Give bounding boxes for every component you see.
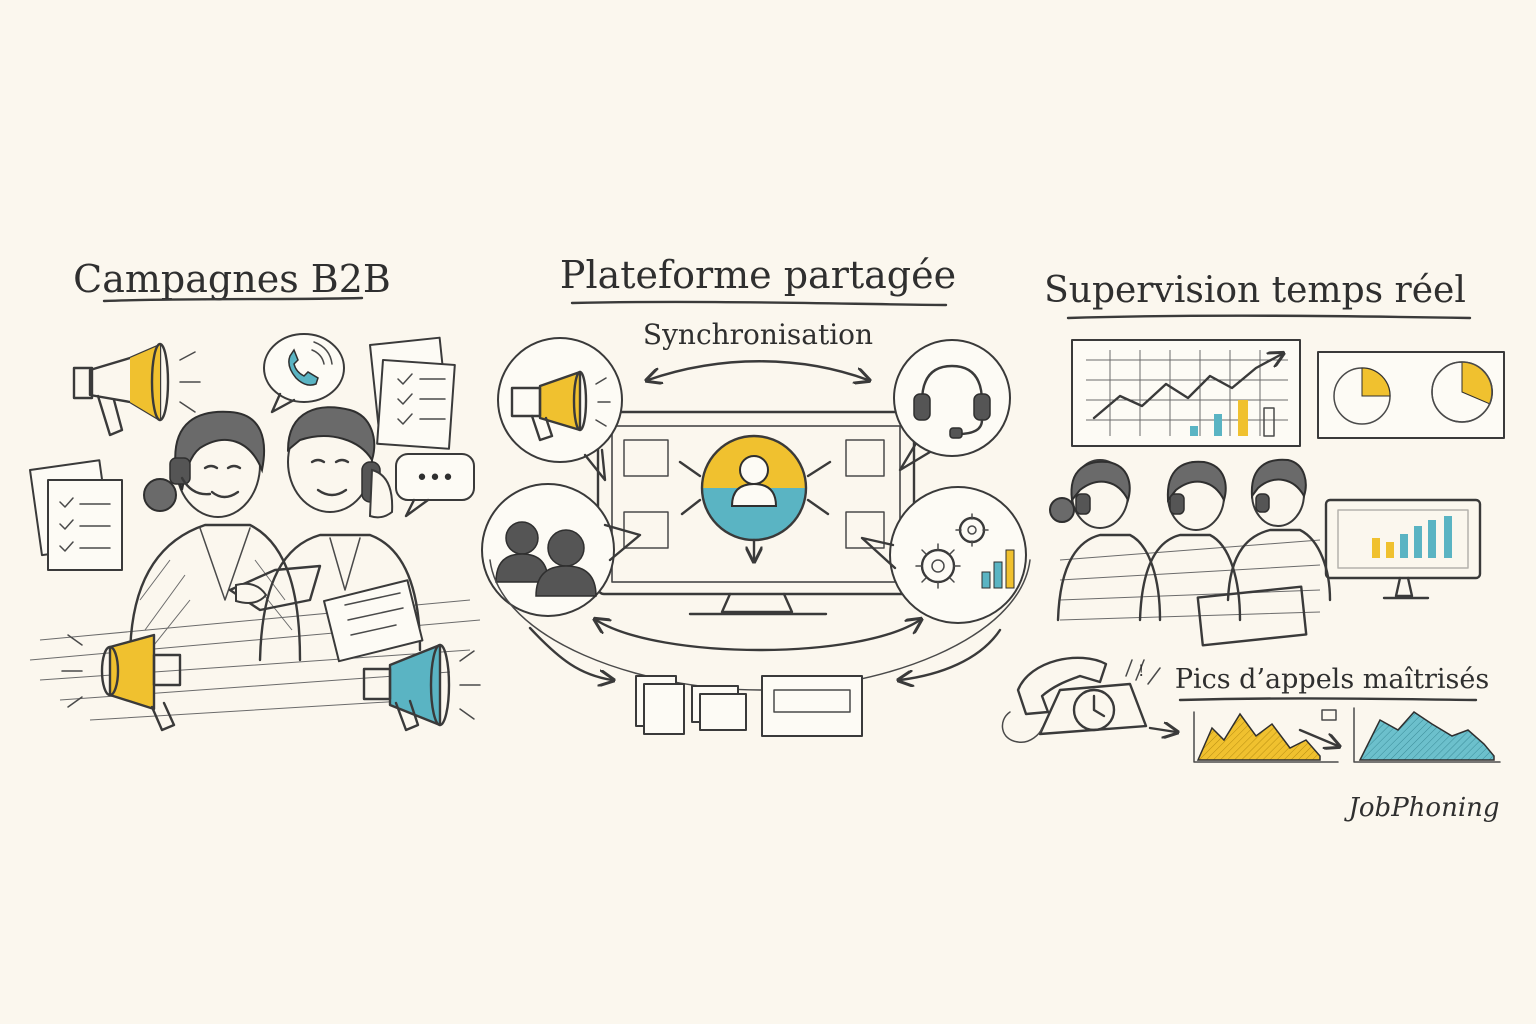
flow-arrow (528, 626, 612, 680)
panel-subtitle-right: Pics d’appels maîtrisés (1175, 664, 1489, 695)
call-peak-chart-icon (1193, 709, 1338, 763)
documents-icon (635, 675, 863, 737)
jobphoning-logo: JobPhoning (1343, 793, 1499, 823)
sync-arrow (596, 620, 920, 652)
agent-man-figure (258, 406, 424, 663)
laptop-icon (1196, 585, 1308, 647)
call-peak-chart-icon (1353, 707, 1501, 763)
panel-campagnes-b2b: Campagnes B2B (28, 257, 481, 732)
panel-supervision: Supervision temps réel (1001, 270, 1505, 823)
panel-subtitle-center: Synchronisation (643, 318, 873, 351)
agent-team-figures (1049, 458, 1332, 647)
subtitle-underline (1178, 697, 1478, 702)
headset-bubble-icon (893, 339, 1011, 472)
panel-title-center: Plateforme partagée (560, 253, 956, 297)
sync-arrow (648, 360, 868, 380)
title-underline (102, 296, 364, 303)
megaphone-icon (72, 342, 201, 437)
flow-arrow (900, 628, 1002, 680)
title-underline (570, 300, 948, 307)
panel-title-left: Campagnes B2B (73, 257, 391, 301)
agent-woman-figure (128, 410, 322, 662)
monitor-chart-icon (1324, 498, 1482, 600)
settings-bubble-icon (860, 486, 1027, 624)
alert-mark: ! (1138, 661, 1144, 680)
pie-chart-board-icon (1317, 351, 1505, 439)
agent-figure (1138, 460, 1242, 622)
ground-scribble (29, 599, 481, 721)
agent-figure (1226, 458, 1332, 602)
team-bubble-icon (481, 483, 642, 617)
megaphone-bubble-icon (497, 337, 623, 482)
phone-chat-bubble-icon (263, 333, 345, 414)
orbit-line (489, 559, 1031, 691)
megaphone-icon (362, 643, 481, 732)
panel-plateforme-partagee: Plateforme partagée Synchronisation (481, 253, 1031, 737)
panel-title-right: Supervision temps réel (1044, 270, 1466, 311)
chat-bubble-icon: ••• (395, 453, 475, 518)
checklist-document-icon (369, 336, 456, 450)
line-chart-board-icon (1071, 339, 1301, 447)
bubble-ellipsis: ••• (416, 466, 455, 491)
telephone-clock-icon: ! (1001, 656, 1176, 743)
title-underline (1066, 314, 1472, 320)
checklist-document-icon (28, 459, 123, 571)
megaphone-icon (61, 633, 182, 732)
agent-figure (1049, 459, 1162, 622)
user-hub-icon (678, 434, 832, 560)
document-icon (322, 579, 424, 663)
